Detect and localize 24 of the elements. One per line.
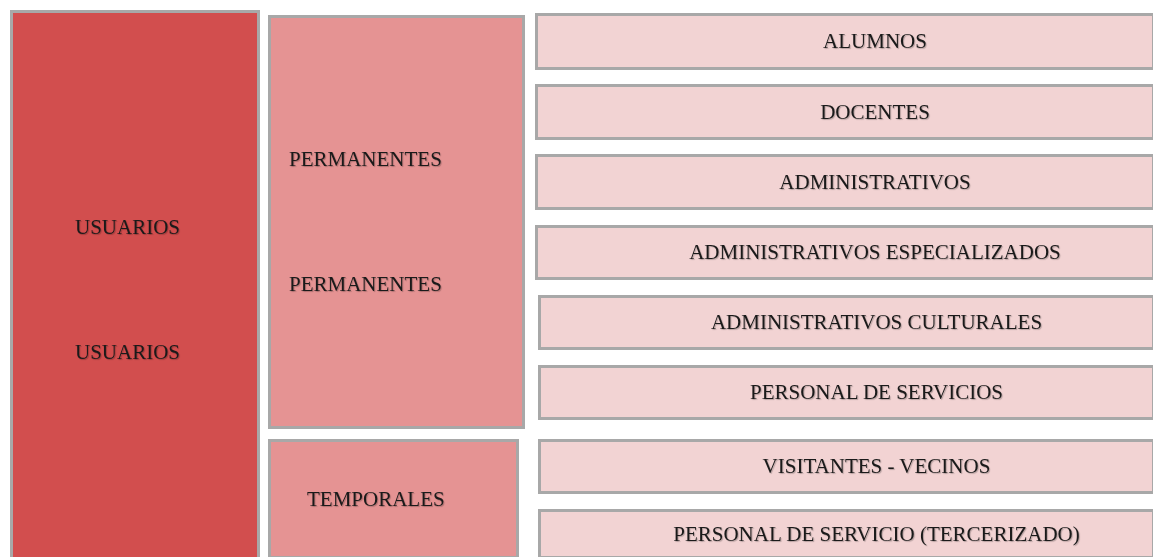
category-label: PERSONAL DE SERVICIOS [749,380,1004,405]
main-category-box [10,10,260,557]
category-box [538,295,1153,350]
category-box [535,84,1153,140]
subcategory-title: TEMPORALES [307,486,445,512]
subcategory-title: PERMANENTES [289,147,442,172]
subcategory-box [268,15,525,429]
category-label: ALUMNOS [823,29,927,54]
subcategory-box [268,439,519,557]
category-title: USUARIOS [75,215,181,240]
category-label: ADMINISTRATIVOS ESPECIALIZADOS [689,240,1061,265]
category-title: USUARIOS [75,340,181,365]
category-label: PERSONAL DE SERVICIO (TERCERIZADO) [673,521,1080,547]
category-label: VISITANTES - VECINOS [762,454,991,479]
category-box [538,365,1153,420]
category-label: DOCENTES [820,99,930,125]
subcategory-title: PERMANENTES [289,272,442,297]
category-box [535,13,1153,70]
category-label: ADMINISTRATIVOS CULTURALES [710,310,1043,335]
category-label: ADMINISTRATIVOS [779,169,971,195]
category-box [538,509,1153,557]
category-box [535,154,1153,210]
category-box [538,439,1153,494]
category-box [535,225,1153,280]
